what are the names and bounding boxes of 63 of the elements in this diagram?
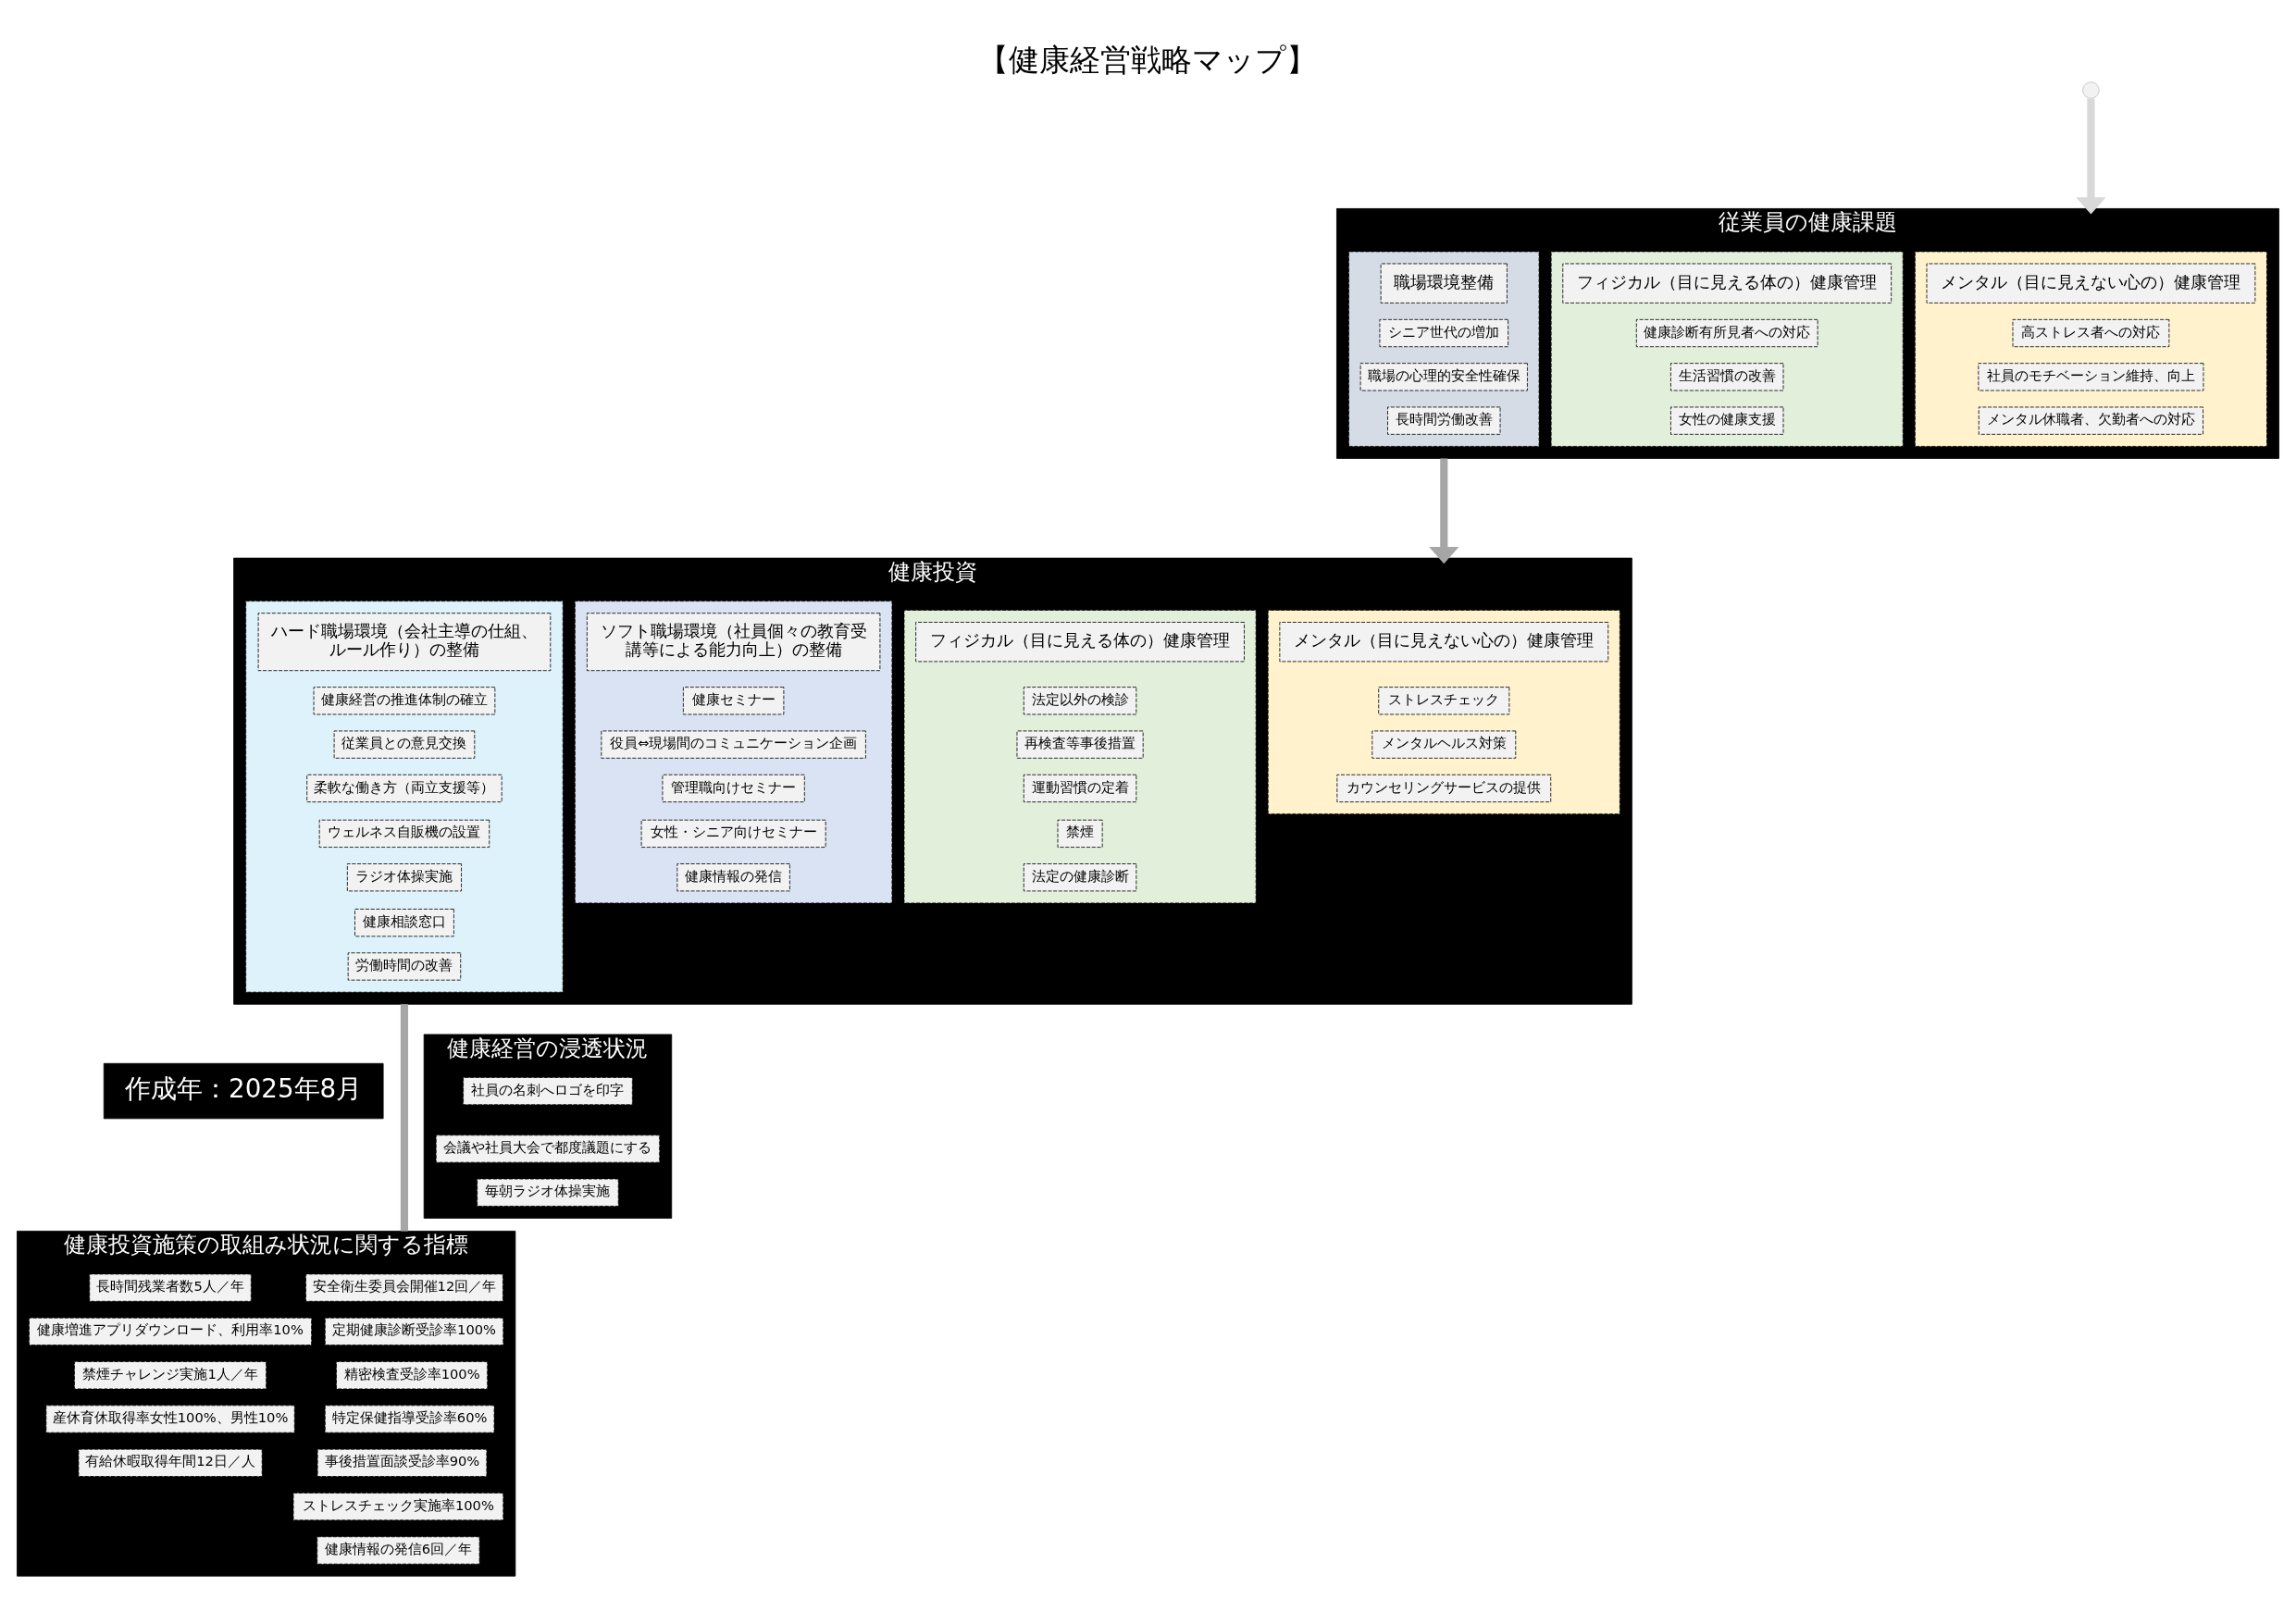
node-box: 健康診断有所見者への対応 bbox=[1635, 318, 1818, 347]
node-box: 法定以外の検診 bbox=[1023, 686, 1137, 714]
node-box: フィジカル（目に見える体の）健康管理 bbox=[1562, 263, 1893, 304]
node-box: 精密検査受診率100% bbox=[336, 1360, 489, 1389]
cluster bbox=[1914, 251, 2267, 447]
arrow bbox=[2076, 98, 2106, 215]
node-box: 定期健康診断受診率100% bbox=[324, 1317, 504, 1345]
node-box: 特定保健指導受診率60% bbox=[324, 1404, 495, 1433]
node-box: ストレスチェック bbox=[1378, 686, 1510, 714]
node-box: 職場環境整備 bbox=[1380, 263, 1508, 304]
node-box: 産休育休取得率女性100%、男性10% bbox=[45, 1404, 295, 1433]
node-box: 安全衛生委員会開催12回／年 bbox=[305, 1273, 503, 1302]
node-box: 生活習慣の改善 bbox=[1670, 362, 1784, 391]
node-box: メンタル（目に見えない心の）健康管理 bbox=[1926, 263, 2256, 304]
node-box: 運動習慣の定着 bbox=[1023, 774, 1137, 802]
node-box: 健康情報の発信 bbox=[676, 862, 790, 891]
node-box: ウェルネス自販機の設置 bbox=[318, 819, 490, 848]
node-box: 社員の名刺へロゴを印字 bbox=[463, 1076, 633, 1105]
node-box: 職場の心理的安全性確保 bbox=[1359, 362, 1528, 391]
node-box: 健康経営の推進体制の確立 bbox=[313, 686, 496, 714]
cluster bbox=[1348, 251, 1540, 447]
node-box: ソフト職場環境（社員個々の教育受講等による能力向上）の整備 bbox=[586, 612, 881, 671]
node-box: 柔軟な働き方（両立支援等） bbox=[306, 774, 503, 802]
cluster bbox=[1550, 251, 1904, 447]
node-box: 会議や社員大会で都度議題にする bbox=[435, 1134, 661, 1163]
node-box: 従業員との意見交換 bbox=[333, 730, 476, 759]
arrow bbox=[1429, 457, 1459, 564]
node-box: 労働時間の改善 bbox=[347, 951, 462, 981]
cluster bbox=[1267, 609, 1620, 814]
node-box: 禁煙チャレンジ実施1人／年 bbox=[74, 1360, 267, 1389]
node-box: 役員⇔現場間のコミュニケーション企画 bbox=[601, 730, 866, 759]
node-box: 作成年：2025年8月 bbox=[103, 1062, 384, 1119]
node-box: 有給休暇取得年間12日／人 bbox=[78, 1448, 263, 1477]
node-box: 健康増進アプリダウンロード、利用率10% bbox=[29, 1317, 313, 1345]
node-box: メンタル休職者、欠勤者への対応 bbox=[1978, 406, 2203, 435]
node-box: ハード職場環境（会社主導の仕組、ルール作り）の整備 bbox=[257, 612, 552, 671]
node-box: メンタル（目に見えない心の）健康管理 bbox=[1279, 621, 1609, 662]
node-box: 禁煙 bbox=[1057, 819, 1103, 848]
node-box: 毎朝ラジオ体操実施 bbox=[477, 1178, 619, 1207]
node-box: 高ストレス者への対応 bbox=[2012, 318, 2170, 347]
node-box: 健康相談窓口 bbox=[354, 908, 454, 936]
node-box: 健康情報の発信6回／年 bbox=[316, 1535, 480, 1565]
node-box: 法定の健康診断 bbox=[1023, 862, 1137, 891]
node-box: 健康セミナー bbox=[682, 686, 785, 714]
node-box: ラジオ体操実施 bbox=[346, 862, 462, 891]
node-box: 再検査等事後措置 bbox=[1016, 730, 1144, 759]
node-box: シニア世代の増加 bbox=[1379, 318, 1509, 347]
connector bbox=[400, 1003, 409, 1231]
node-box: 長時間労働改善 bbox=[1387, 406, 1501, 435]
node-box: メンタルヘルス対策 bbox=[1371, 730, 1517, 759]
cluster bbox=[903, 609, 1257, 903]
node-box: ストレスチェック実施率100% bbox=[292, 1492, 504, 1520]
node-box: カウンセリングサービスの提供 bbox=[1336, 774, 1552, 802]
cluster bbox=[245, 600, 564, 993]
node-box: フィジカル（目に見える体の）健康管理 bbox=[915, 621, 1245, 662]
cluster bbox=[574, 600, 893, 903]
node-box: 管理職向けセミナー bbox=[662, 774, 805, 802]
node-box: 女性・シニア向けセミナー bbox=[640, 819, 826, 848]
node-box: 長時間残業者数5人／年 bbox=[89, 1273, 252, 1302]
diagram-title: 【健康経営戦略マップ】 bbox=[978, 42, 1318, 78]
node-box: 女性の健康支援 bbox=[1670, 406, 1784, 435]
node-box: 社員のモチベーション維持、向上 bbox=[1978, 362, 2204, 391]
node-box: 事後措置面談受診率90% bbox=[316, 1448, 488, 1477]
